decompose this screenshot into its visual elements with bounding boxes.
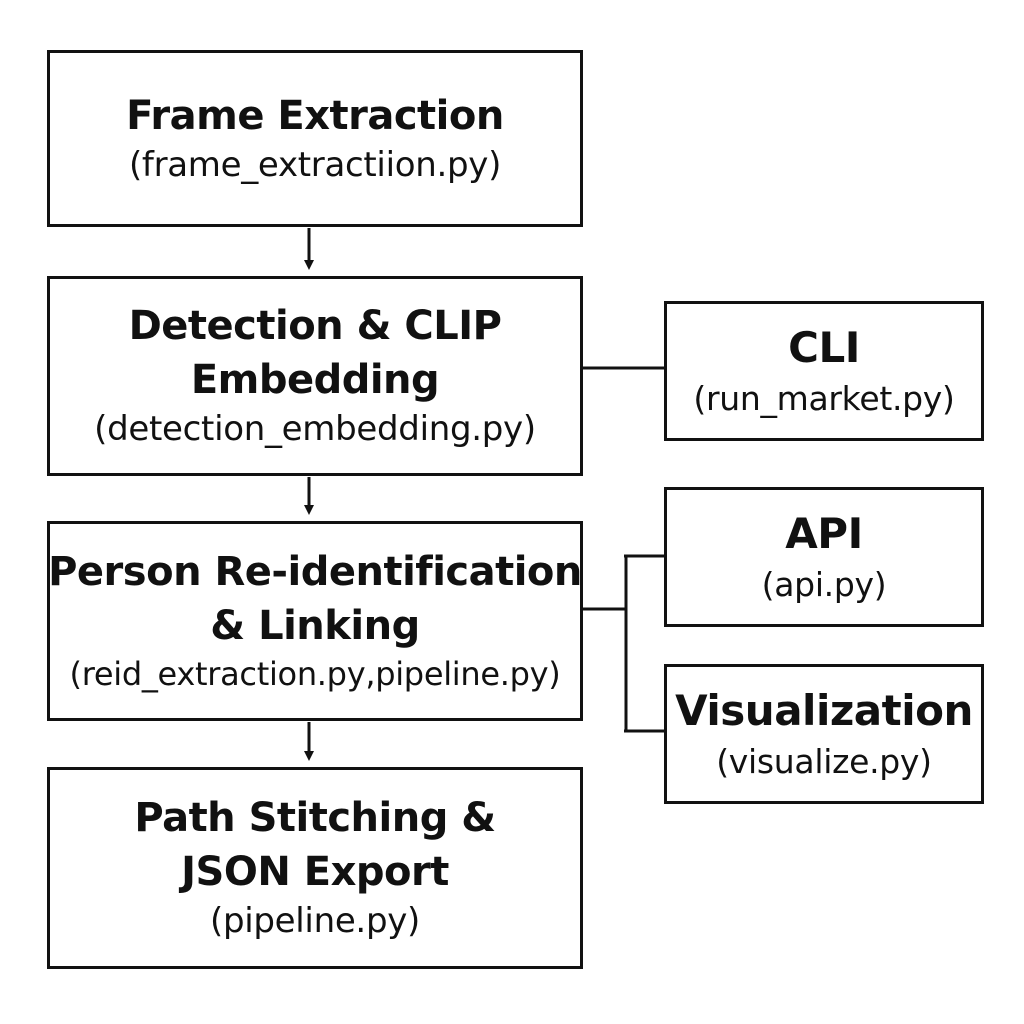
cli-file: (run_market.py) [693, 379, 955, 419]
path-file: (pipeline.py) [209, 901, 421, 942]
api-box: API (api.py) [664, 487, 984, 627]
path-stitching-box: Path Stitching & JSON Export (pipeline.p… [47, 767, 583, 969]
path-title-line-2: JSON Export [181, 849, 449, 896]
reid-title-line-2: & Linking [210, 603, 420, 650]
frame-extraction-title: Frame Extraction [126, 92, 504, 139]
path-title-line-1: Path Stitching & [134, 795, 496, 842]
cli-title: CLI [788, 323, 860, 373]
visualization-file: (visualize.py) [716, 742, 932, 782]
api-title: API [785, 509, 863, 559]
detection-title-line-2: Embedding [190, 357, 440, 404]
visualization-box: Visualization (visualize.py) [664, 664, 984, 804]
cli-box: CLI (run_market.py) [664, 301, 984, 441]
detection-embedding-box: Detection & CLIP Embedding (detection_em… [47, 276, 583, 476]
reid-files: (reid_extraction.py,pipeline.py) [69, 655, 561, 694]
reid-linking-box: Person Re-identification & Linking (reid… [47, 521, 583, 721]
api-file: (api.py) [761, 565, 887, 605]
frame-extraction-box: Frame Extraction (frame_extractiion.py) [47, 50, 583, 227]
detection-file: (detection_embedding.py) [94, 409, 536, 450]
reid-title-line-1: Person Re-identification [48, 549, 582, 596]
visualization-title: Visualization [675, 686, 973, 736]
detection-title-line-1: Detection & CLIP [128, 303, 502, 350]
frame-extraction-file: (frame_extractiion.py) [128, 144, 502, 185]
